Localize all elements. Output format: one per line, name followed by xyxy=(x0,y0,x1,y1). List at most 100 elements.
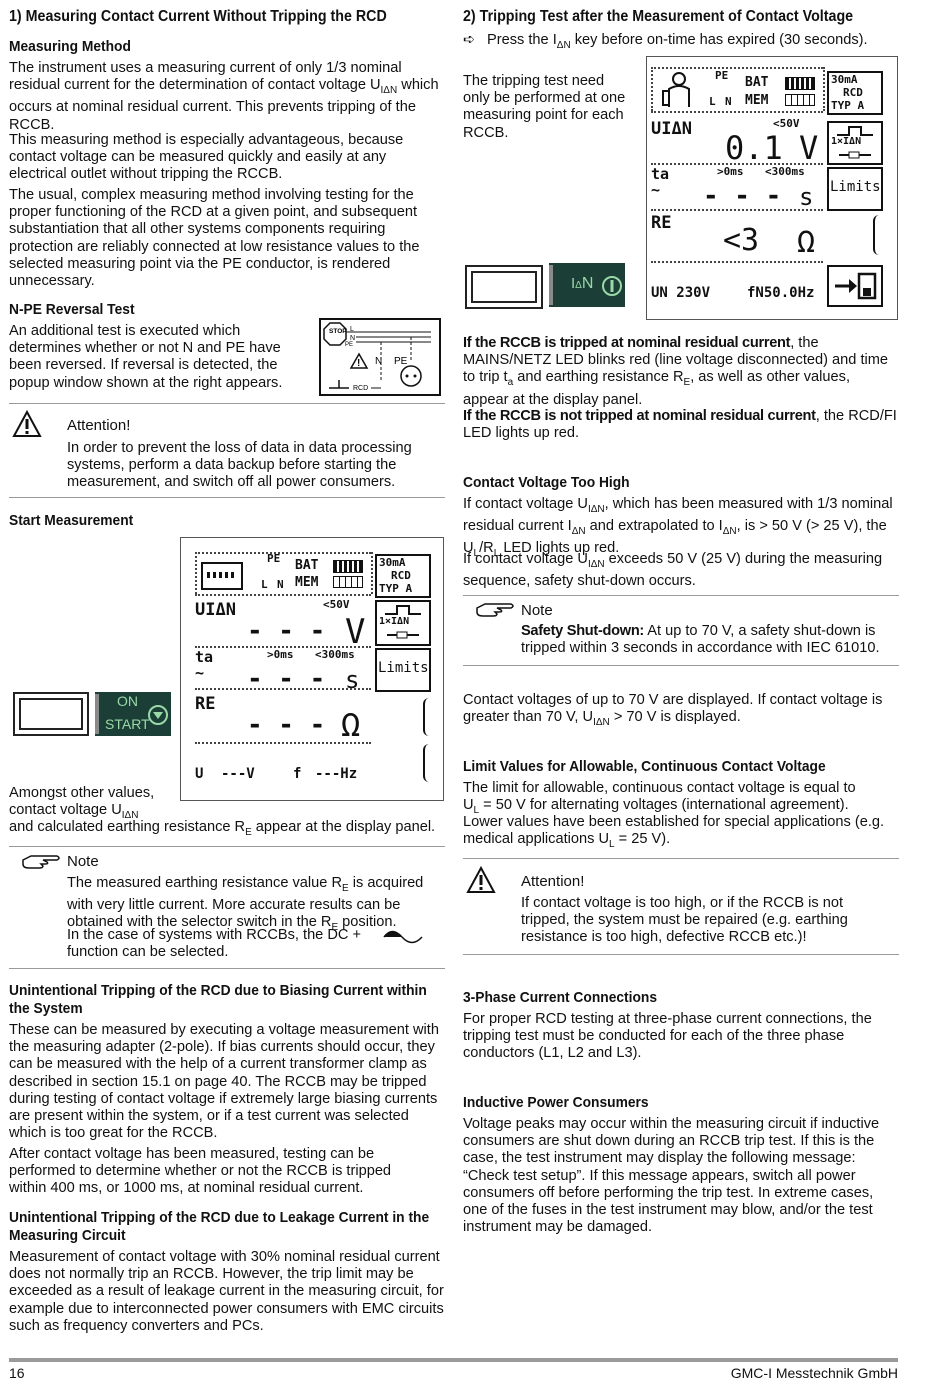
limit-values-p3: Lower values have been established for s… xyxy=(463,814,885,851)
tripped-paragraph: If the RCCB is tripped at nominal residu… xyxy=(463,335,889,408)
popup-pe2-label: PE xyxy=(394,356,408,367)
lcd1-re-label: RE xyxy=(195,694,216,714)
three-phase-heading: 3-Phase Current Connections xyxy=(463,989,658,1006)
lcd1-tilde: ~ xyxy=(195,664,205,682)
popup-n2-label: N xyxy=(375,356,382,367)
page-number: 16 xyxy=(9,1365,25,1381)
popup-l-label: L xyxy=(350,326,354,333)
lcd1-n: N xyxy=(277,578,284,591)
lcd1-re-value: - - - xyxy=(247,710,326,740)
pointing-hand-icon xyxy=(476,603,514,617)
idn-key-label: IΔN xyxy=(571,275,594,292)
limits-button[interactable]: Limits xyxy=(375,648,431,692)
note2-paragraph: Safety Shut-down: At up to 70 V, a safet… xyxy=(521,623,880,657)
inductive-paragraph: Voltage peaks may occur within the measu… xyxy=(463,1116,880,1236)
key-blank-button[interactable] xyxy=(13,692,89,736)
inductive-heading: Inductive Power Consumers xyxy=(463,1094,649,1111)
npe-popup-illustration: ! STOP L N PE N PE RCD xyxy=(319,318,441,396)
not-tripped-paragraph: If the RCCB is not tripped at nominal re… xyxy=(463,408,897,442)
section-title-2: 2) Tripping Test after the Measurement o… xyxy=(463,8,854,25)
info-circle-icon xyxy=(602,276,622,296)
save-to-memory-icon xyxy=(835,272,877,300)
contact-voltage-high-heading: Contact Voltage Too High xyxy=(463,474,630,491)
measuring-method-p1: The instrument uses a measuring current … xyxy=(9,60,439,133)
note-heading: Note xyxy=(67,853,99,870)
lcd2-mem: MEM xyxy=(745,93,769,108)
lcd2-l: L xyxy=(709,95,716,108)
lcd-display-start: PE L N BAT MEM 30mA RCD TYP A UIΔN <50V … xyxy=(180,537,444,801)
leak-heading-line1: Unintentional Tripping of the RCD due to… xyxy=(9,1209,430,1226)
memory-icon xyxy=(785,94,815,106)
lcd2-ta-value: - - - xyxy=(703,181,782,211)
lcd1-f-label: f xyxy=(293,766,302,782)
lcd1-mult-box: 1×IΔN xyxy=(375,600,431,646)
lcd2-ui-label: UIΔN xyxy=(651,119,692,139)
divider xyxy=(9,403,445,404)
lcd2-pe: PE xyxy=(715,69,729,82)
bias-heading-line1: Unintentional Tripping of the RCD due to… xyxy=(9,982,427,999)
lcd2-rcd-box: 30mA RCD TYP A xyxy=(827,71,883,115)
lcd2-unit-v: V xyxy=(799,129,819,167)
npe-paragraph: An additional test is executed which det… xyxy=(9,323,283,391)
limits-button[interactable]: Limits xyxy=(827,167,883,211)
battery-icon xyxy=(333,560,363,573)
lcd2-unit-s: s xyxy=(799,183,814,211)
divider xyxy=(9,846,445,847)
lcd1-rcd-box: 30mA RCD TYP A xyxy=(375,554,431,598)
popup-pe-label: PE xyxy=(345,342,353,348)
amongst-line1: Amongst other values, xyxy=(9,785,155,801)
svg-text:!: ! xyxy=(357,358,360,369)
chevron-down-icon xyxy=(148,705,168,725)
leak-heading-line2: Measuring Circuit xyxy=(9,1227,126,1244)
idn-key[interactable]: IΔN xyxy=(549,263,625,307)
lcd1-pe: PE xyxy=(267,552,281,565)
arrow-bullet-icon: ➪ xyxy=(463,32,476,48)
lcd1-bat: BAT xyxy=(295,558,319,573)
note-paragraph-1: The measured earthing resistance value R… xyxy=(67,875,424,934)
measuring-method-p2: This measuring method is especially adva… xyxy=(9,132,404,183)
start-measurement-heading: Start Measurement xyxy=(9,512,134,529)
company-name: GMC-I Messtechnik GmbH xyxy=(730,1365,898,1381)
three-phase-paragraph: For proper RCD testing at three-phase cu… xyxy=(463,1011,872,1062)
save-button[interactable] xyxy=(827,265,883,307)
measuring-method-heading: Measuring Method xyxy=(9,38,131,55)
lcd2-un: UN 230V xyxy=(651,285,711,301)
measuring-method-p3: The usual, complex measuring method invo… xyxy=(9,187,420,290)
note2-heading: Note xyxy=(521,602,553,619)
lcd2-re-label: RE xyxy=(651,213,672,233)
lcd1-mem: MEM xyxy=(295,575,319,590)
pointing-hand-icon xyxy=(22,855,60,869)
limit-values-heading: Limit Values for Allowable, Continuous C… xyxy=(463,758,826,775)
leak-paragraph: Measurement of contact voltage with 30% … xyxy=(9,1249,444,1334)
start-key-label: START xyxy=(105,716,150,732)
bias-heading-line2: the System xyxy=(9,1000,83,1017)
on-key-label: ON xyxy=(117,693,138,709)
lcd1-unit-ohm: Ω xyxy=(341,706,361,744)
divider xyxy=(9,968,445,969)
on-start-key[interactable]: ON START xyxy=(95,692,171,736)
lcd2-fn: fN50.0Hz xyxy=(747,285,815,301)
attention2-heading: Attention! xyxy=(521,873,585,890)
attention2-paragraph: If contact voltage is too high, or if th… xyxy=(521,895,848,946)
lcd1-f-value: ---Hz xyxy=(315,766,358,782)
lcd2-n: N xyxy=(725,95,732,108)
key-blank-button-2[interactable] xyxy=(465,265,543,309)
lcd2-bat: BAT xyxy=(745,75,769,90)
lcd2-ta: ta xyxy=(651,165,670,183)
socket-icon xyxy=(201,562,243,590)
lcd2-mult-box: 1×IΔN xyxy=(827,121,883,165)
bias-paragraph-2: After contact voltage has been measured,… xyxy=(9,1146,392,1197)
bias-paragraph-1: These can be measured by executing a vol… xyxy=(9,1022,439,1142)
press-key-instruction: Press the IΔN key before on-time has exp… xyxy=(487,32,868,51)
limit-values-p2: UL = 50 V for alternating voltages (inte… xyxy=(463,797,849,816)
trip-note: The tripping test need only be performed… xyxy=(463,73,626,141)
popup-n-label: N xyxy=(350,335,355,342)
lcd1-ms0: >0ms xyxy=(267,648,294,661)
note-paragraph-3: function can be selected. xyxy=(67,944,229,960)
lcd1-ta: ta xyxy=(195,648,214,666)
lcd2-re-value: <3 xyxy=(723,223,760,258)
limit-values-p1: The limit for allowable, continuous cont… xyxy=(463,780,856,796)
amongst-line3: and calculated earthing resistance RE ap… xyxy=(9,819,436,838)
divider xyxy=(463,595,899,596)
note-paragraph-2: In the case of systems with RCCBs, the D… xyxy=(67,927,362,943)
